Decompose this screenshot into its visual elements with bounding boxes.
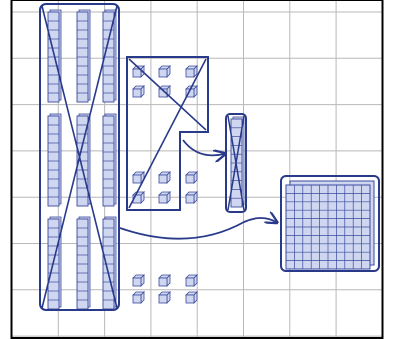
arrow-tens-to-hundred — [120, 218, 276, 239]
arrow-ones-to-ten — [183, 140, 224, 155]
one-cube — [159, 192, 170, 203]
one-cube — [186, 172, 197, 183]
cross-line — [129, 59, 206, 208]
one-cube — [159, 292, 170, 303]
one-cube — [186, 275, 197, 286]
ten-rod — [48, 217, 61, 309]
one-cube — [133, 86, 144, 97]
one-cube — [186, 292, 197, 303]
regroup-arrows — [120, 140, 276, 239]
one-cube — [159, 172, 170, 183]
loose-ones-cubes — [133, 275, 197, 303]
background-grid — [12, 0, 382, 338]
hundreds-flat — [281, 176, 379, 271]
ten-rod — [77, 10, 90, 102]
one-cube — [133, 292, 144, 303]
one-cube — [133, 275, 144, 286]
one-cube — [159, 275, 170, 286]
ten-rod — [77, 217, 90, 309]
ten-rod — [103, 114, 116, 206]
one-cube — [186, 192, 197, 203]
ten-rod — [48, 114, 61, 206]
ones-cubes-group — [127, 57, 208, 210]
tens-rods-group — [40, 4, 119, 310]
one-cube — [186, 66, 197, 77]
one-cube — [159, 66, 170, 77]
